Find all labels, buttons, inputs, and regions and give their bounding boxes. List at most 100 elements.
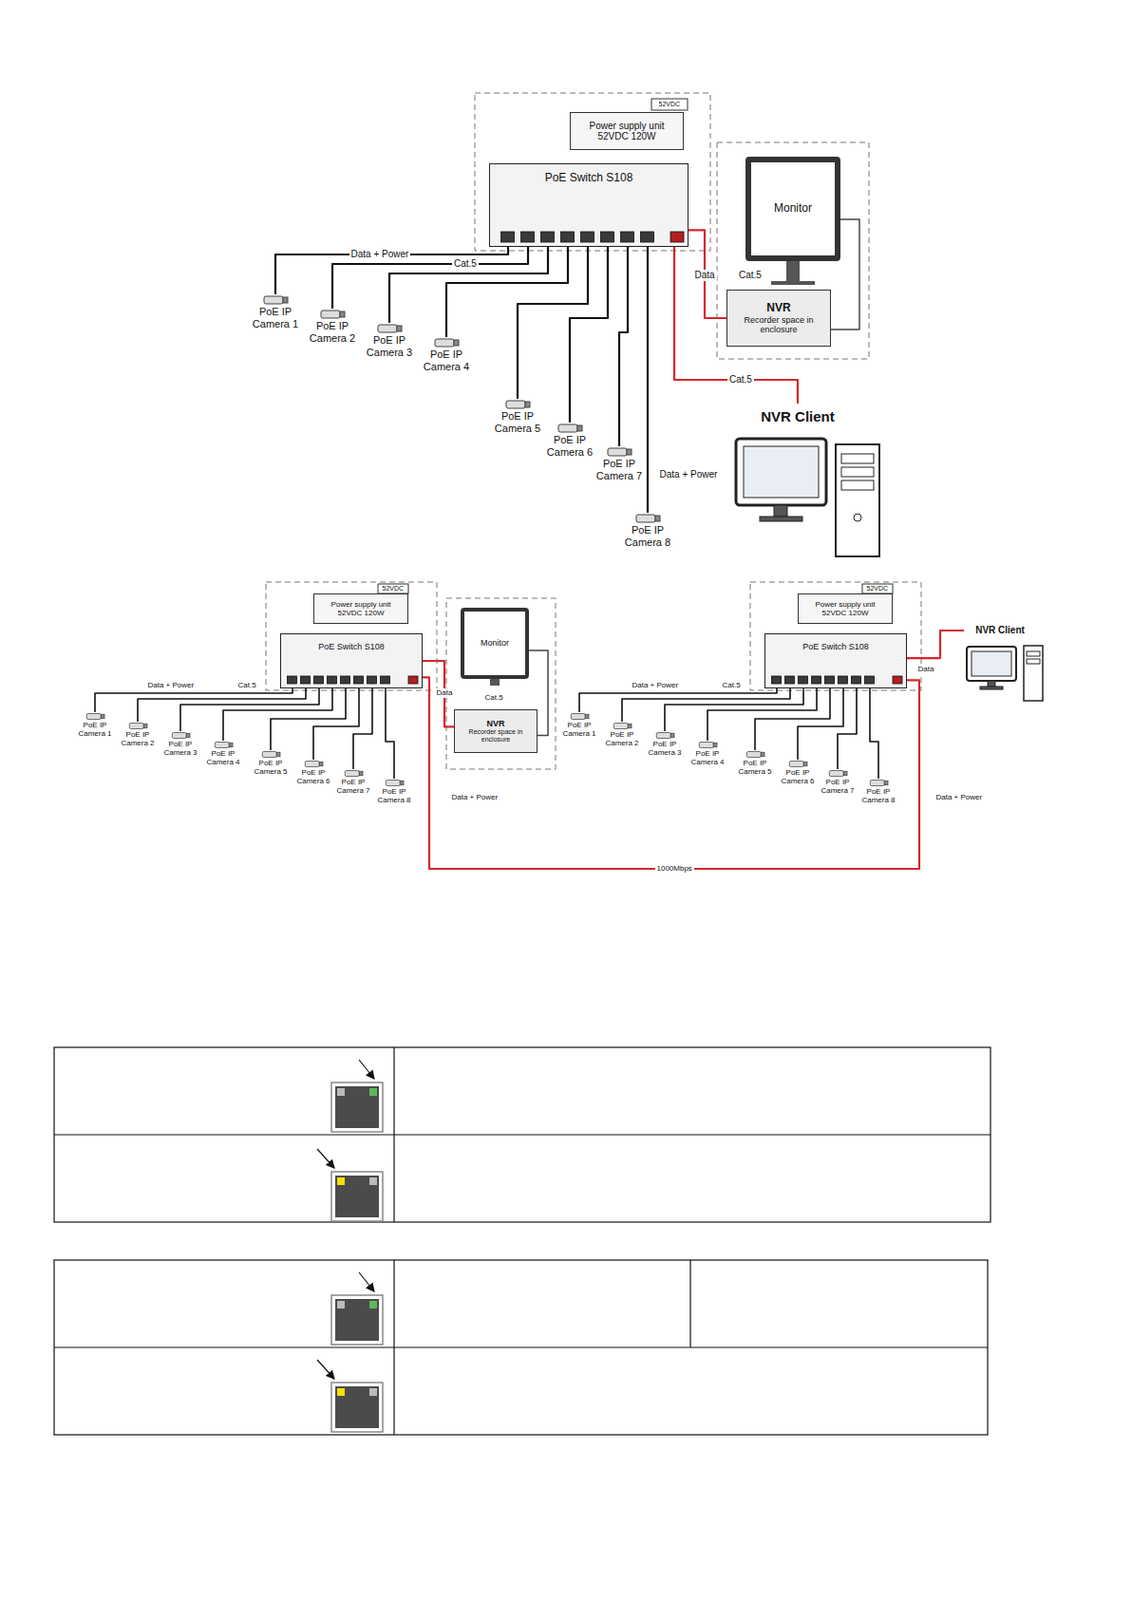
cable-label: Data (916, 664, 937, 675)
camera-icon (604, 446, 634, 458)
switch-port (785, 676, 795, 684)
switch-port (541, 231, 555, 243)
status-table (54, 1047, 991, 1435)
port-icon (369, 1388, 378, 1397)
camera-lens (655, 515, 661, 522)
poe-cable (579, 688, 777, 713)
node-label: PoE IP Camera 2 (603, 730, 642, 748)
camera-lens (399, 780, 404, 786)
camera-body (264, 296, 283, 304)
poe-switch: PoE Switch S108 (764, 633, 907, 689)
nvr-recorder: NVRRecorder space in enclosure (726, 289, 831, 347)
voltage-tag (651, 98, 688, 111)
ip-camera: PoE IP Camera 3 (161, 731, 200, 757)
poe-cable (313, 688, 359, 760)
ip-camera: PoE IP Camera 8 (623, 512, 672, 548)
port-icon (369, 1301, 378, 1309)
data-cable (422, 660, 454, 727)
camera-body (86, 714, 101, 720)
poe-switch: PoE Switch S108 (280, 633, 423, 689)
client-computer (743, 446, 819, 498)
camera-lens (228, 742, 233, 748)
ip-camera: PoE IP Camera 1 (251, 294, 300, 330)
node-label: PoE Switch S108 (545, 171, 634, 186)
switch-port (501, 231, 515, 243)
switch-port (601, 231, 615, 243)
camera-lens (760, 752, 765, 757)
client-computer (835, 444, 880, 557)
poe-cable (646, 246, 649, 513)
node-label: PoE Switch S108 (802, 641, 869, 652)
node-label: PoE IP Camera 7 (595, 457, 643, 482)
cable-label: Cat.5 (720, 680, 743, 691)
pointer-arrow (317, 1059, 375, 1379)
camera-icon (375, 322, 404, 335)
ip-camera: PoE IP Camera 1 (560, 712, 599, 738)
switch-port (838, 676, 849, 684)
node-label: PoE IP Camera 5 (251, 758, 290, 776)
camera-lens (453, 339, 459, 346)
camera-icon (555, 422, 585, 434)
camera-body (304, 761, 320, 768)
cable-label: 1000Mbps (655, 864, 695, 874)
switch-port (641, 231, 655, 243)
poe-cable (797, 688, 844, 760)
cable-label: 52VDC (657, 100, 683, 109)
port-icon (331, 1382, 383, 1433)
camera-lens (584, 714, 589, 719)
status-table (54, 1260, 988, 1435)
client-computer (966, 646, 1017, 681)
camera-lens (884, 780, 888, 786)
camera-icon (697, 740, 719, 750)
camera-body (320, 310, 340, 319)
camera-lens (670, 733, 675, 738)
client-computer (980, 686, 1003, 690)
camera-lens (283, 297, 288, 303)
poe-switch: PoE Switch S108 (489, 163, 689, 247)
ip-camera: PoE IP Camera 2 (603, 721, 642, 748)
port-icon (337, 1388, 345, 1397)
node-label: PoE IP Camera 4 (422, 348, 471, 373)
node-label: PoE IP Camera 3 (161, 739, 200, 757)
ip-camera: PoE IP Camera 4 (688, 740, 727, 767)
switch-port (301, 676, 311, 684)
cable-label: Data (434, 688, 455, 699)
ip-camera: PoE IP Camera 1 (75, 712, 114, 738)
node-label: PoE IP Camera 7 (334, 777, 373, 795)
pointer-arrow (317, 1359, 335, 1379)
switch-port (825, 676, 835, 684)
nvr-recorder: NVRRecorder space in enclosure (453, 709, 538, 754)
pointer-arrow (317, 1149, 335, 1169)
node-label: NVR Client (760, 408, 835, 425)
pointer-arrow (358, 1059, 375, 1079)
node-label: PoE IP Camera 5 (493, 410, 542, 434)
client-computer (759, 516, 803, 522)
node-label: PoE IP Camera 3 (645, 739, 684, 757)
ip-camera: PoE IP Camera 5 (251, 750, 290, 776)
camera-icon (867, 778, 890, 788)
camera-icon (827, 769, 849, 778)
ip-camera: PoE IP Camera 8 (859, 778, 898, 805)
camera-body (789, 761, 804, 768)
camera-body (434, 339, 454, 347)
switch-port (621, 231, 635, 243)
switch-ports (490, 230, 690, 245)
camera-body (613, 723, 628, 730)
node-note: Recorder space in enclosure (458, 728, 533, 744)
camera-lens (803, 761, 808, 767)
node-label: PoE Switch S108 (318, 641, 385, 652)
switch-port (380, 676, 391, 684)
client-computer (853, 513, 862, 522)
camera-body (129, 723, 144, 730)
node-label: Power supply unit 52VDC 120W (320, 600, 402, 618)
enclosure (750, 582, 922, 691)
camera-lens (713, 742, 717, 748)
status-table (393, 1047, 395, 1223)
power-supply: Power supply unit 52VDC 120W (569, 112, 684, 151)
camera-body (506, 400, 526, 409)
ip-camera: PoE IP Camera 5 (735, 750, 774, 776)
camera-icon (568, 712, 591, 721)
client-computer (1026, 659, 1040, 664)
switch-port (354, 676, 364, 684)
camera-icon (787, 759, 810, 769)
